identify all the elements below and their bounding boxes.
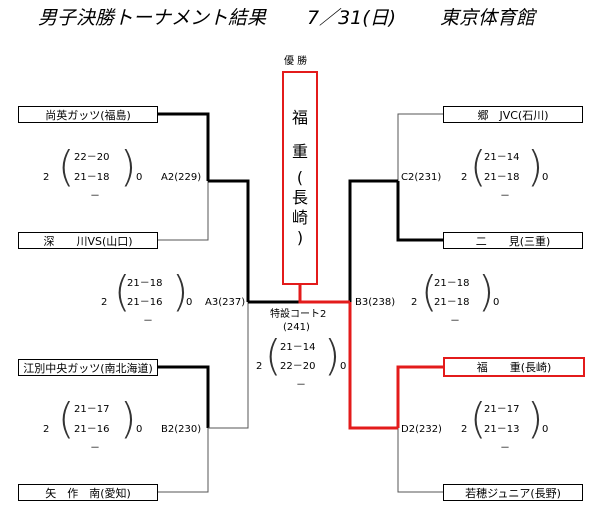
- match-a2-set: 22－20: [74, 152, 110, 163]
- final-code: (241): [283, 322, 310, 333]
- champion-char: 重: [291, 142, 308, 161]
- match-b2-set: 21－16: [74, 424, 110, 435]
- final-set: －: [296, 380, 306, 391]
- team-right-top: 郷 JVC(石川): [443, 106, 583, 123]
- match-a2-left-score: 2: [43, 172, 50, 183]
- team-left-top: 尚英ガッツ(福島): [18, 106, 158, 123]
- paren-open: (: [421, 267, 438, 316]
- match-b2-set: －: [90, 443, 100, 454]
- team-left-bottom: 矢 作 南(愛知): [18, 484, 158, 501]
- final-set: 21－14: [280, 342, 316, 353]
- team-right-bottom: 若穂ジュニア(長野): [443, 484, 583, 501]
- match-c2-right-score: 0: [542, 172, 549, 183]
- match-c2-left-score: 2: [461, 172, 468, 183]
- champion-char: ): [296, 228, 304, 247]
- champion-char: 長: [291, 188, 308, 207]
- match-c2-code: C2(231): [401, 172, 442, 183]
- bracket-line-loser: [208, 302, 249, 429]
- bracket-line-winner: [158, 112, 210, 181]
- champion-char: 崎: [291, 208, 308, 227]
- paren-close: ): [324, 331, 341, 380]
- paren-close: ): [478, 267, 495, 316]
- champion-label: 優 勝: [284, 56, 308, 67]
- match-b3-left-score: 2: [411, 297, 418, 308]
- champion-char: 福: [291, 108, 308, 127]
- match-b2-left-score: 2: [43, 424, 50, 435]
- bracket-line-champion: [396, 365, 443, 428]
- final-set: 22－20: [280, 361, 316, 372]
- bracket-line-loser: [397, 428, 443, 493]
- match-b2-code: B2(230): [161, 424, 202, 435]
- paren-open: (: [470, 394, 487, 443]
- match-b3-code: B3(238): [355, 297, 396, 308]
- paren-open: (: [114, 267, 131, 316]
- champion-char: (: [296, 168, 304, 187]
- champion-box: 福 重 ( 長 崎 ): [282, 71, 318, 285]
- match-a3-set: 21－18: [127, 278, 163, 289]
- match-a2-right-score: 0: [136, 172, 143, 183]
- match-d2-set: 21－13: [484, 424, 520, 435]
- match-c2-set: －: [500, 191, 510, 202]
- paren-close: ): [527, 394, 544, 443]
- team-right-3: 福 重(長崎): [443, 357, 585, 377]
- bracket-line-champion: [298, 285, 350, 304]
- match-b3-set: 21－18: [434, 297, 470, 308]
- match-c2-set: 21－18: [484, 172, 520, 183]
- bracket-venue: 東京体育館: [440, 7, 536, 29]
- paren-close: ): [172, 267, 189, 316]
- paren-open: (: [58, 142, 75, 191]
- team-left-2: 深 川VS(山口): [18, 232, 158, 249]
- bracket-line-loser: [158, 181, 209, 241]
- final-left-score: 2: [256, 361, 263, 372]
- paren-open: (: [265, 331, 282, 380]
- match-d2-code: D2(232): [401, 424, 442, 435]
- match-a3-set: 21－16: [127, 297, 163, 308]
- bracket-line-loser: [158, 428, 209, 493]
- match-d2-set: －: [500, 443, 510, 454]
- match-b2-set: 21－17: [74, 404, 110, 415]
- match-c2-set: 21－14: [484, 152, 520, 163]
- paren-open: (: [470, 142, 487, 191]
- bracket-line-winner: [396, 181, 443, 242]
- match-a3-set: －: [143, 316, 153, 327]
- paren-close: ): [120, 142, 137, 191]
- match-a2-set: 21－18: [74, 172, 110, 183]
- paren-open: (: [58, 394, 75, 443]
- bracket-line-loser: [397, 113, 443, 181]
- match-a3-code: A3(237): [205, 297, 246, 308]
- paren-close: ): [120, 394, 137, 443]
- bracket-line-winner: [208, 179, 250, 302]
- team-left-3: 江別中央ガッツ(南北海道): [18, 359, 158, 376]
- final-court: 特設コート2: [270, 309, 327, 320]
- paren-close: ): [527, 142, 544, 191]
- match-d2-set: 21－17: [484, 404, 520, 415]
- team-right-2: 二 見(三重): [443, 232, 583, 249]
- match-b3-set: 21－18: [434, 278, 470, 289]
- match-a3-right-score: 0: [186, 297, 193, 308]
- bracket-line-winner: [158, 365, 210, 428]
- bracket-date: 7／31(日): [307, 7, 397, 29]
- match-a2-set: －: [90, 191, 100, 202]
- bracket-line-winner: [348, 179, 398, 302]
- match-b2-right-score: 0: [136, 424, 143, 435]
- bracket-title: 男子決勝トーナメント結果: [38, 7, 267, 29]
- bracket-line-champion: [348, 302, 398, 430]
- match-b3-right-score: 0: [493, 297, 500, 308]
- match-d2-right-score: 0: [542, 424, 549, 435]
- match-a3-left-score: 2: [101, 297, 108, 308]
- match-b3-set: －: [450, 316, 460, 327]
- match-d2-left-score: 2: [461, 424, 468, 435]
- final-right-score: 0: [340, 361, 347, 372]
- match-a2-code: A2(229): [161, 172, 202, 183]
